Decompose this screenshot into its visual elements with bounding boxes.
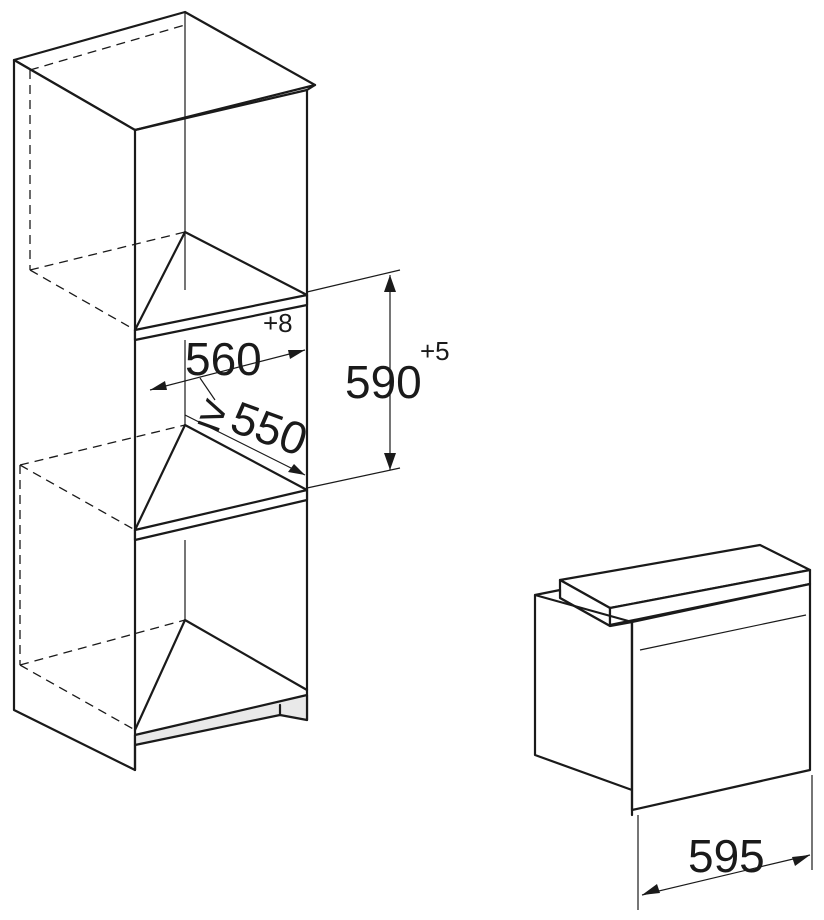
niche-height-dimension: 590 +5 [306,269,450,489]
appliance-front-panel [630,582,812,812]
cabinet-front-right-edge [305,83,317,722]
appliance-width-dimension: 595 [637,775,813,910]
middle-shelf [133,488,309,542]
niche-depth-value: 550 [224,391,314,466]
cabinet-plinth [133,693,309,747]
cabinet-left-side [12,58,137,772]
niche-width-value: 560 [185,333,262,385]
tall-cabinet [12,10,317,772]
appliance [533,543,812,817]
upper-shelf [133,293,309,342]
niche-width-tolerance: +8 [263,308,293,338]
appliance-width-value: 595 [688,830,765,882]
niche-height-tolerance: +5 [420,336,450,366]
niche-width-dimension: 560 +8 [149,308,306,391]
appliance-body-side [533,588,634,792]
niche-height-value: 590 [345,356,422,408]
